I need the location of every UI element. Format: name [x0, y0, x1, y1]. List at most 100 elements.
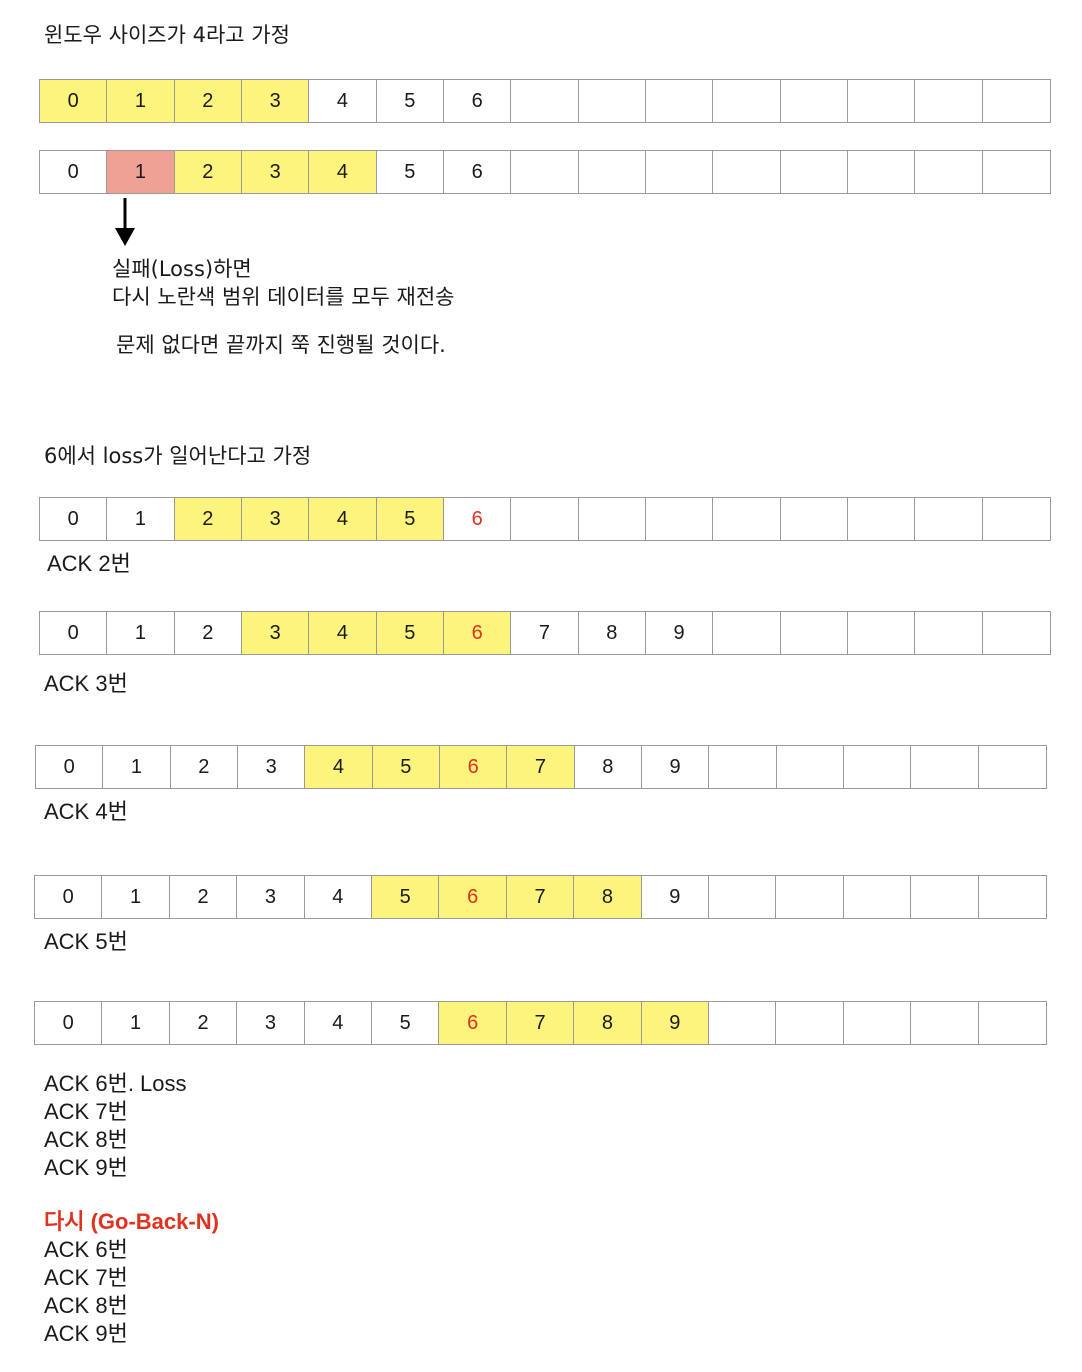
sequence-cell: [911, 1002, 979, 1044]
sequence-cell: [844, 746, 912, 788]
sequence-cell: 5: [372, 1002, 440, 1044]
sequence-cell: 4: [305, 876, 373, 918]
sequence-cell: 3: [237, 1002, 305, 1044]
sequence-cell: 8: [575, 746, 642, 788]
sequence-cell: 6: [443, 612, 512, 654]
loss-note-line1: 실패(Loss)하면: [112, 257, 252, 281]
sequence-cell: [646, 498, 714, 540]
sequence-cell: 9: [642, 746, 710, 788]
sequence-cell: 5: [376, 612, 444, 654]
sequence-cell: 1: [107, 612, 175, 654]
sequence-cell: 5: [377, 80, 444, 122]
sequence-cell: 6: [444, 80, 512, 122]
sequence-cell: [777, 746, 844, 788]
sequence-cell: [979, 1002, 1046, 1044]
sequence-cell: [781, 498, 848, 540]
sequence-cell: 6: [439, 876, 507, 918]
sequence-cell: [915, 612, 983, 654]
sequence-cell: 0: [36, 746, 104, 788]
sequence-cell: 4: [309, 612, 377, 654]
sequence-cell: [915, 80, 983, 122]
sequence-cell: 0: [35, 876, 103, 918]
sequence-cell: [848, 80, 916, 122]
sequence-cell: [781, 612, 848, 654]
ack-label: ACK 5번: [44, 929, 128, 954]
sequence-cell: 3: [241, 498, 310, 540]
sequence-cell: 7: [511, 612, 579, 654]
sequence-cell: 4: [305, 1002, 373, 1044]
sequence-cell: 4: [309, 498, 377, 540]
sequence-cell: 4: [309, 80, 377, 122]
sequence-cell: 6: [439, 746, 508, 788]
sequence-cell: 0: [40, 498, 108, 540]
retry-ack-3: ACK 8번: [44, 1293, 128, 1318]
sequence-cell: [844, 1002, 912, 1044]
sequence-cell: 8: [574, 876, 642, 918]
sequence-cell: 6: [439, 1002, 507, 1044]
sequence-cell: [579, 151, 646, 193]
ack-label: ACK 4번: [44, 799, 128, 824]
sequence-cell: [915, 498, 983, 540]
sequence-cell: [776, 876, 844, 918]
sequence-cell: [713, 498, 781, 540]
sequence-cell: 4: [309, 151, 377, 193]
sequence-cell: [579, 80, 646, 122]
sequence-cell: [983, 80, 1050, 122]
sequence-cell: 2: [174, 80, 242, 122]
sequence-cell: [848, 612, 916, 654]
sequence-cell: 4: [305, 746, 373, 788]
section2-title: 6에서 loss가 일어난다고 가정: [44, 444, 312, 468]
sequence-cell: 3: [241, 80, 310, 122]
loss-note-line2: 다시 노란색 범위 데이터를 모두 재전송: [112, 285, 455, 309]
sequence-cell: [713, 151, 781, 193]
sequence-cell: [776, 1002, 844, 1044]
ack-label: ACK 3번: [44, 671, 128, 696]
sequence-cell: [911, 876, 979, 918]
sequence-cell: [579, 498, 646, 540]
final-ack-4: ACK 9번: [44, 1155, 128, 1180]
sequence-cell: 0: [40, 151, 108, 193]
down-arrow-icon: [115, 198, 135, 246]
sequence-cell: [713, 80, 781, 122]
sequence-cell: 1: [103, 746, 171, 788]
sequence-cell: 2: [175, 612, 242, 654]
final-ack-3: ACK 8번: [44, 1127, 128, 1152]
retry-title: 다시 (Go-Back-N): [44, 1209, 219, 1234]
section1-title: 윈도우 사이즈가 4라고 가정: [44, 23, 290, 47]
sequence-cell: 3: [237, 876, 305, 918]
sequence-cell: 7: [506, 876, 575, 918]
sequence-cell: 7: [506, 1002, 575, 1044]
sequence-cell: 5: [372, 746, 440, 788]
sequence-cell: 7: [507, 746, 575, 788]
ack-label: ACK 2번: [47, 551, 131, 576]
sequence-cell: 3: [241, 612, 310, 654]
sequence-cell: 0: [40, 80, 108, 122]
sequence-cell: 1: [107, 151, 175, 193]
sequence-cell: 1: [107, 498, 175, 540]
sequence-cell: [511, 80, 579, 122]
sequence-cell: [646, 151, 714, 193]
retry-ack-1: ACK 6번: [44, 1237, 128, 1262]
sequence-cell: [511, 498, 579, 540]
sequence-cell: [983, 612, 1050, 654]
sequence-cell: 2: [171, 746, 238, 788]
sequence-cell: 1: [102, 876, 170, 918]
sequence-cell: 3: [238, 746, 306, 788]
sequence-cell: [709, 1002, 777, 1044]
sequence-cell: [844, 876, 912, 918]
sequence-cell: [709, 876, 777, 918]
sequence-cell: 0: [40, 612, 108, 654]
sequence-cell: [848, 498, 916, 540]
sequence-cell: 2: [174, 498, 242, 540]
sequence-cell: [713, 612, 781, 654]
sequence-cell: 2: [170, 876, 238, 918]
sequence-cell: [781, 80, 848, 122]
sequence-cell: [983, 151, 1050, 193]
sequence-cell: 2: [170, 1002, 238, 1044]
sequence-cell: 8: [579, 612, 646, 654]
